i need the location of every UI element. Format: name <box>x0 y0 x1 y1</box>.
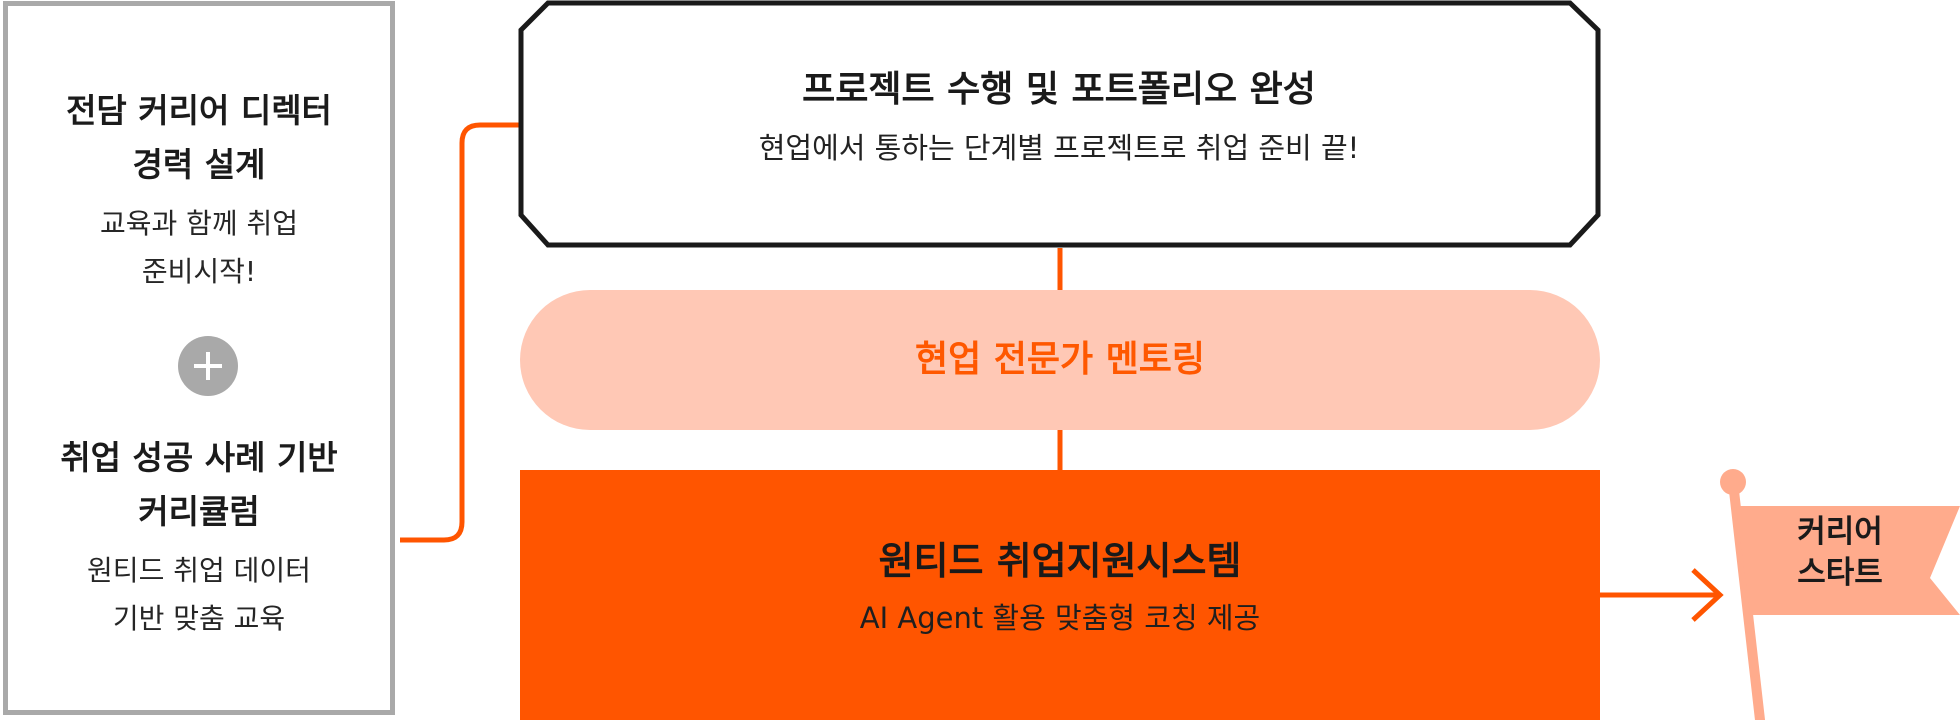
curriculum-desc-line1: 원티드 취업 데이터 <box>87 554 311 587</box>
career-director-desc-line2: 준비시작! <box>141 255 257 288</box>
job-support-box: 원티드 취업지원시스템 AI Agent 활용 맞춤형 코칭 제공 <box>520 470 1600 720</box>
project-box-outline <box>518 0 1601 248</box>
job-support-title: 원티드 취업지원시스템 <box>878 539 1242 583</box>
curriculum-desc-line2: 기반 맞춤 교육 <box>112 602 286 635</box>
mentoring-label: 현업 전문가 멘토링 <box>914 339 1206 380</box>
left-connector-line <box>400 122 522 543</box>
career-director-desc-line1: 교육과 함께 취업 <box>99 207 299 240</box>
arrow-right-icon <box>1600 568 1724 622</box>
career-director-block: 전담 커리어 디렉터 경력 설계 교육과 함께 취업 준비시작! <box>8 84 390 296</box>
career-director-title-line2: 경력 설계 <box>132 145 266 184</box>
plus-icon <box>178 336 238 396</box>
job-support-subtitle: AI Agent 활용 맞춤형 코칭 제공 <box>859 601 1261 635</box>
flag-icon <box>1720 469 1960 720</box>
career-start-label: 커리어 스타트 <box>1797 514 1883 591</box>
project-subtitle: 현업에서 통하는 단계별 프로젝트로 취업 준비 끝! <box>758 131 1360 165</box>
career-director-title-line1: 전담 커리어 디렉터 <box>66 91 332 130</box>
left-panel: 전담 커리어 디렉터 경력 설계 교육과 함께 취업 준비시작! 취업 성공 사… <box>3 1 395 715</box>
curriculum-title-line2: 커리큘럼 <box>138 492 260 531</box>
career-start-label-wrap: 커리어 스타트 <box>1760 512 1920 594</box>
project-box: 프로젝트 수행 및 포트폴리오 완성 현업에서 통하는 단계별 프로젝트로 취업… <box>520 0 1598 248</box>
curriculum-title-line1: 취업 성공 사례 기반 <box>60 438 338 477</box>
mentoring-pill: 현업 전문가 멘토링 <box>520 290 1600 430</box>
curriculum-block: 취업 성공 사례 기반 커리큘럼 원티드 취업 데이터 기반 맞춤 교육 <box>8 431 390 643</box>
project-title: 프로젝트 수행 및 포트폴리오 완성 <box>802 69 1316 110</box>
